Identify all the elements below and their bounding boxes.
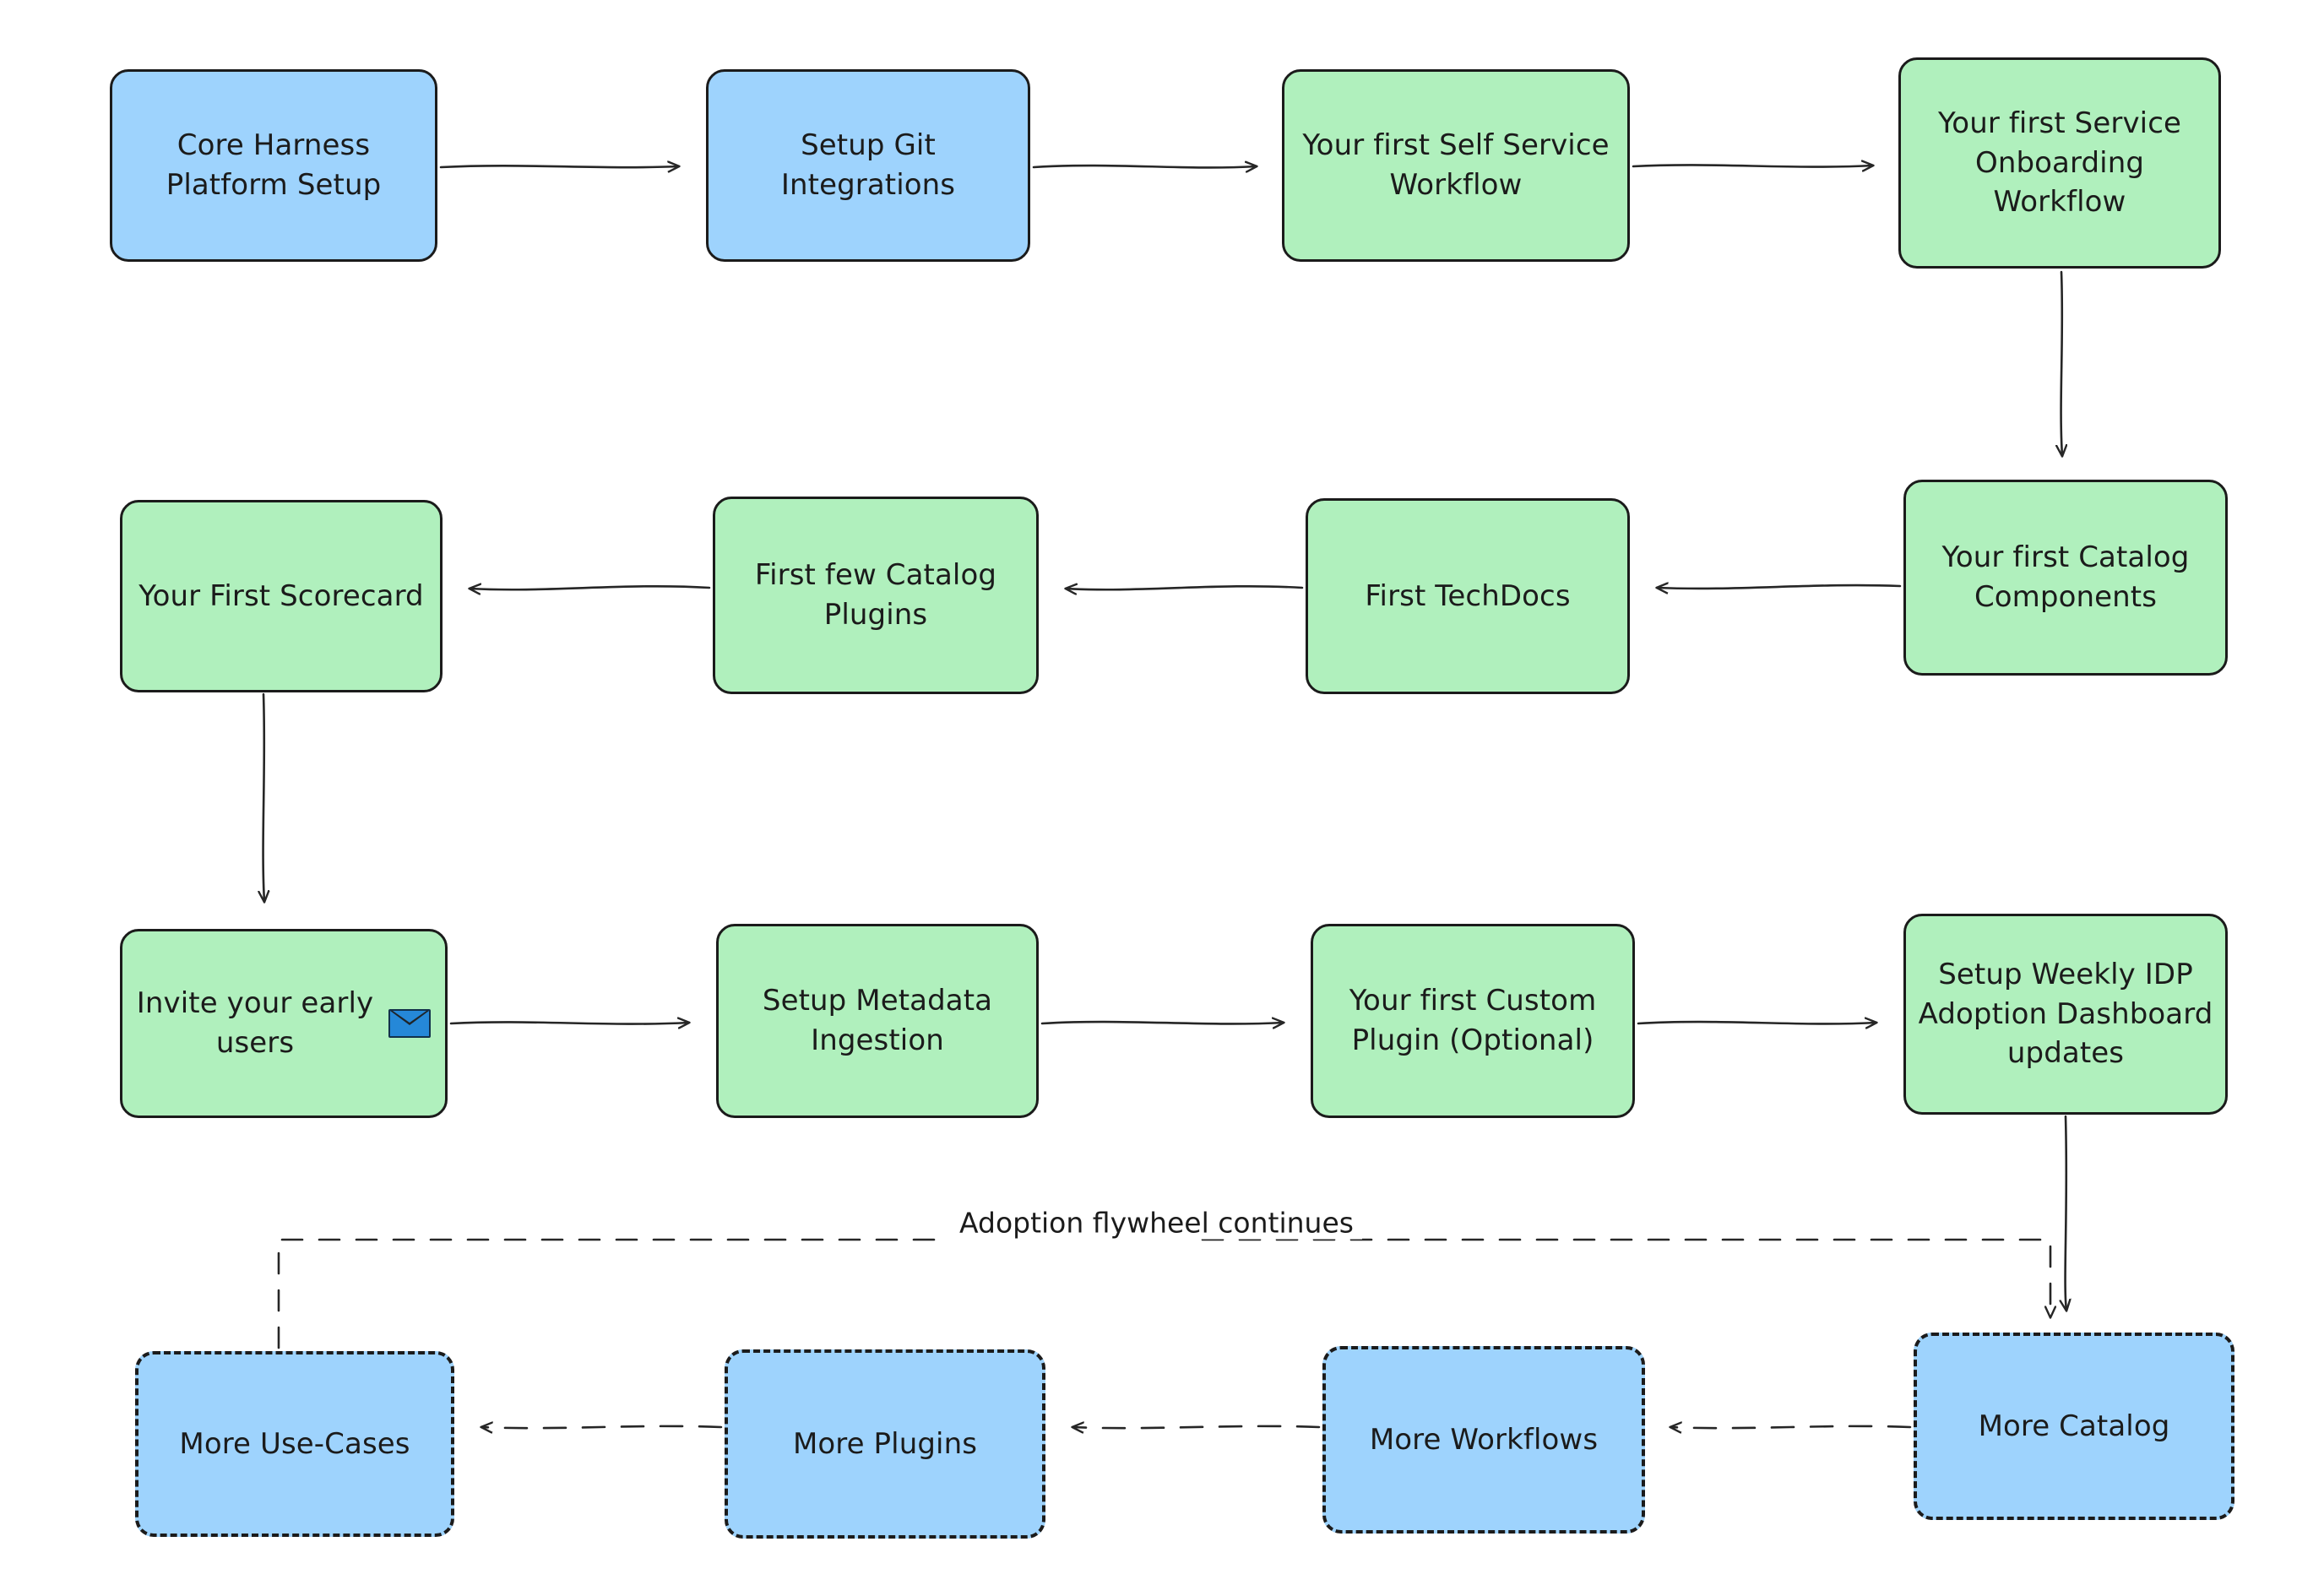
edge-label-adoption-flywheel: Adoption flywheel continues [951,1206,1362,1240]
node-label: Setup Weekly IDP Adoption Dashboard upda… [1918,957,2213,1071]
node-label: Core Harness Platform Setup [166,128,382,202]
edge-selfservice-to-onboarding [1632,165,1873,166]
node-setup-metadata-ingestion[interactable]: Setup Metadata Ingestion [716,924,1039,1118]
node-label: First TechDocs [1365,578,1571,613]
node-your-first-custom-plugin[interactable]: Your first Custom Plugin (Optional) [1311,924,1635,1118]
edge-core-to-git [439,166,679,167]
node-more-use-cases[interactable]: More Use-Cases [135,1351,454,1537]
node-more-plugins[interactable]: More Plugins [725,1349,1045,1539]
edge-morecatalog-to-moreworkflows [1670,1426,1912,1428]
node-label: Invite your early users [136,986,374,1060]
node-label: Your first Custom Plugin (Optional) [1349,984,1597,1057]
edge-scorecard-to-invite [263,692,264,902]
node-label: Setup Metadata Ingestion [762,984,993,1057]
node-label: Your first Self Service Workflow [1302,128,1610,202]
node-first-techdocs[interactable]: First TechDocs [1306,498,1630,694]
node-your-first-service-onboarding-workflow[interactable]: Your first Service Onboarding Workflow [1898,57,2221,269]
edge-customplugin-to-weeklyidp [1637,1022,1876,1023]
node-label: More Workflows [1369,1422,1599,1457]
node-first-few-catalog-plugins[interactable]: First few Catalog Plugins [713,497,1039,694]
node-label: Your first Catalog Components [1941,540,2190,614]
edge-catalogplugins-to-scorecard [470,586,711,589]
node-setup-git-integrations[interactable]: Setup Git Integrations [706,69,1030,262]
node-invite-your-early-users[interactable]: Invite your early users [120,929,448,1118]
node-label: Setup Git Integrations [780,128,956,202]
edge-flywheel-loop [277,1238,2050,1349]
edge-moreworkflows-to-moreplugins [1072,1426,1321,1428]
node-label: Your first Service Onboarding Workflow [1937,106,2182,220]
node-your-first-catalog-components[interactable]: Your first Catalog Components [1903,480,2228,676]
node-more-catalog[interactable]: More Catalog [1914,1333,2234,1520]
edge-moreplugins-to-moreusecases [481,1426,723,1428]
edge-git-to-selfservice [1032,166,1257,167]
node-label: More Use-Cases [179,1426,410,1461]
edge-onboarding-to-catalogcomponents [2061,270,2062,456]
edge-metadata-to-customplugin [1040,1022,1284,1023]
edge-techdocs-to-catalogplugins [1066,586,1304,589]
envelope-emoji [388,1009,432,1038]
node-core-harness-platform-setup[interactable]: Core Harness Platform Setup [110,69,437,262]
edge-invite-to-metadata [449,1022,689,1023]
node-label: First few Catalog Plugins [754,558,997,632]
node-more-workflows[interactable]: More Workflows [1322,1346,1645,1534]
node-label: More Plugins [792,1426,978,1461]
node-label: More Catalog [1978,1409,2170,1443]
node-setup-weekly-idp-adoption-dashboard-updates[interactable]: Setup Weekly IDP Adoption Dashboard upda… [1903,914,2228,1115]
edge-catalogcomponents-to-techdocs [1657,585,1902,589]
node-your-first-self-service-workflow[interactable]: Your first Self Service Workflow [1282,69,1630,262]
node-label: Your First Scorecard [138,578,424,613]
node-your-first-scorecard[interactable]: Your First Scorecard [120,500,443,692]
